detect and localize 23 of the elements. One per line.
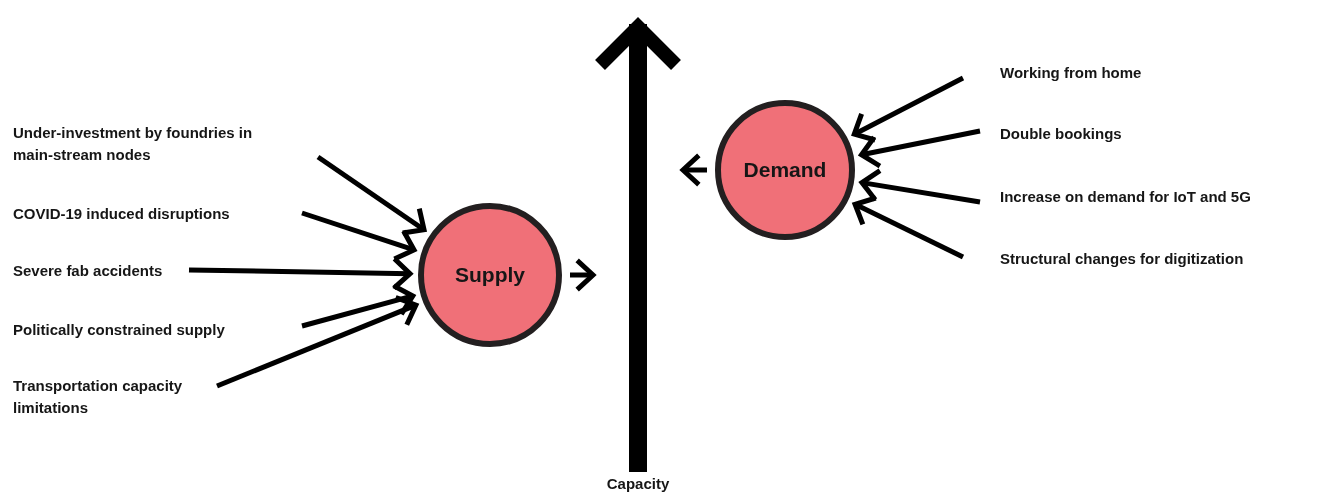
cause-label: Politically constrained supply [13, 320, 226, 340]
node-label: Demand [743, 158, 827, 182]
arrow [859, 169, 981, 205]
cause-label: Increase on demand for IoT and 5G [1000, 187, 1252, 207]
arrow [301, 210, 417, 261]
cause-label: COVID-19 induced disruptions [13, 204, 231, 224]
arrow [851, 75, 965, 142]
arrow [301, 284, 416, 329]
arrow [188, 257, 413, 289]
cause-label: Transportation capacity limitations [13, 376, 184, 418]
arrow [680, 154, 707, 186]
cause-label: Under-investment by foundries in main-stream nodes [13, 123, 254, 165]
cause-label: Double bookings [1000, 124, 1123, 144]
cause-label: Working from home [1000, 63, 1143, 83]
arrow [570, 259, 596, 291]
cause-label: Severe fab accidents [13, 261, 164, 281]
arrow [316, 154, 427, 236]
arrow [216, 295, 419, 389]
axis-label: Capacity [605, 474, 671, 494]
cause-label: Structural changes for digitization [1000, 249, 1245, 269]
arrow [852, 196, 965, 260]
node-label: Supply [455, 263, 525, 287]
arrow [859, 128, 981, 168]
